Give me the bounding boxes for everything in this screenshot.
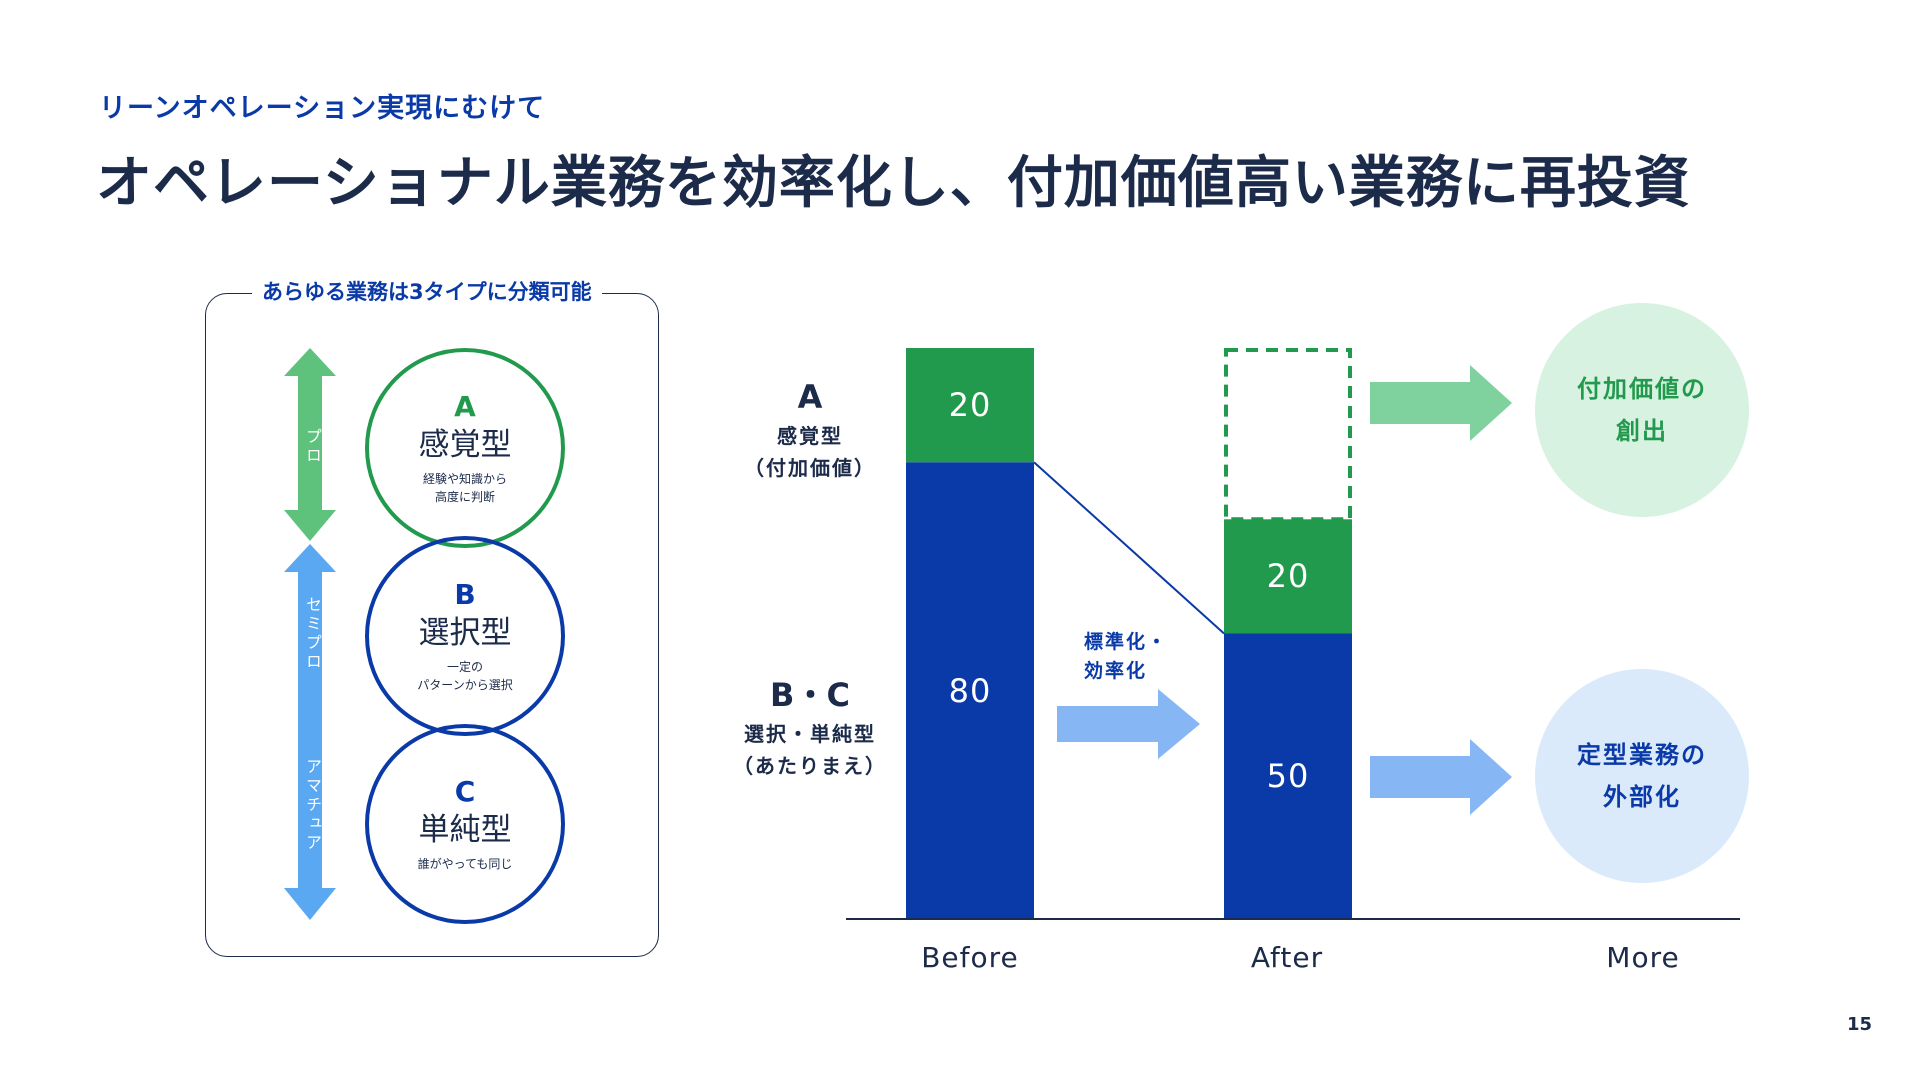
annotation-line: 標準化・ (1084, 631, 1169, 653)
bar-segment-after-0 (1224, 633, 1352, 919)
level-label-pro: プロ (303, 428, 322, 466)
type-name: 単純型 (418, 812, 512, 848)
type-name: 感覚型 (418, 427, 512, 463)
category-label-before: Before (921, 941, 1019, 974)
type-desc: 経験や知識から 高度に判断 (423, 470, 507, 506)
label-a-line: 感覚型 (777, 424, 843, 448)
bar-segment-before-1 (906, 348, 1034, 463)
data-label-before-top: 20 (948, 386, 992, 425)
semipro-amateur-arrow-shape (284, 544, 336, 920)
outsourcing-arrow (1370, 739, 1512, 815)
page-number: 15 (1846, 1014, 1872, 1035)
pro-arrow-shape (284, 348, 336, 541)
result-line: 付加価値の (1577, 375, 1707, 403)
level-label-amateur: アマチュア (303, 758, 322, 853)
label-bc-letter: B・C (770, 676, 850, 714)
value-creation-arrow (1370, 365, 1512, 441)
type-circle-b: B 選択型 一定の パターンから選択 (365, 536, 565, 736)
bar-segment-before-0 (906, 462, 1034, 919)
type-desc-line: パターンから選択 (417, 678, 513, 692)
data-label-before-bottom: 80 (948, 671, 992, 710)
data-label-after-bottom: 50 (1266, 757, 1310, 796)
data-label-after-top: 20 (1266, 557, 1310, 596)
type-circle-c: C 単純型 誰がやっても同じ (365, 724, 565, 924)
type-desc-line: 高度に判断 (434, 490, 495, 504)
removed-segment-outline (1224, 348, 1352, 522)
label-bc-line: 選択・単純型 (744, 722, 876, 746)
type-letter: C (454, 775, 476, 808)
result-circle-value-creation: 付加価値の 創出 (1535, 303, 1749, 517)
type-circle-a: A 感覚型 経験や知識から 高度に判断 (365, 348, 565, 548)
type-desc: 一定の パターンから選択 (417, 658, 512, 694)
type-name: 選択型 (418, 615, 512, 651)
type-panel-title: あらゆる業務は3タイプに分類可能 (252, 276, 602, 306)
category-label-more: More (1606, 941, 1680, 974)
type-desc-line: 一定の (446, 660, 483, 674)
label-a-line: （付加価値） (744, 456, 876, 480)
bar-segment-after-1 (1224, 519, 1352, 634)
type-desc: 誰がやっても同じ (418, 855, 513, 873)
level-label-semipro: セミプロ (303, 596, 322, 672)
result-line: 外部化 (1603, 783, 1681, 811)
bars-group (906, 348, 1352, 919)
standardize-annotation: 標準化・ 効率化 (1084, 628, 1168, 686)
standardize-arrow (1057, 689, 1200, 759)
category-label-after: After (1250, 941, 1324, 974)
level-arrows (284, 348, 336, 920)
slide-title: オペレーショナル業務を効率化し、付加価値高い業務に再投資 (96, 151, 1691, 216)
result-line: 創出 (1616, 417, 1668, 445)
type-desc-line: 経験や知識から (422, 472, 507, 486)
type-letter: A (454, 390, 476, 423)
type-letter: B (454, 578, 476, 611)
label-bc-text: 選択・単純型 （あたりまえ） (720, 718, 900, 782)
connector-line (1033, 461, 1225, 635)
label-a-letter: A (797, 378, 823, 416)
annotation-line: 効率化 (1084, 660, 1148, 682)
result-circle-outsourcing: 定型業務の 外部化 (1535, 669, 1749, 883)
label-a-text: 感覚型 （付加価値） (720, 420, 900, 484)
result-line: 定型業務の (1577, 741, 1707, 769)
label-bc-line: （あたりまえ） (733, 754, 887, 778)
slide-subtitle: リーンオペレーション実現にむけて (99, 93, 546, 124)
type-desc-line: 誰がやっても同じ (417, 857, 513, 871)
